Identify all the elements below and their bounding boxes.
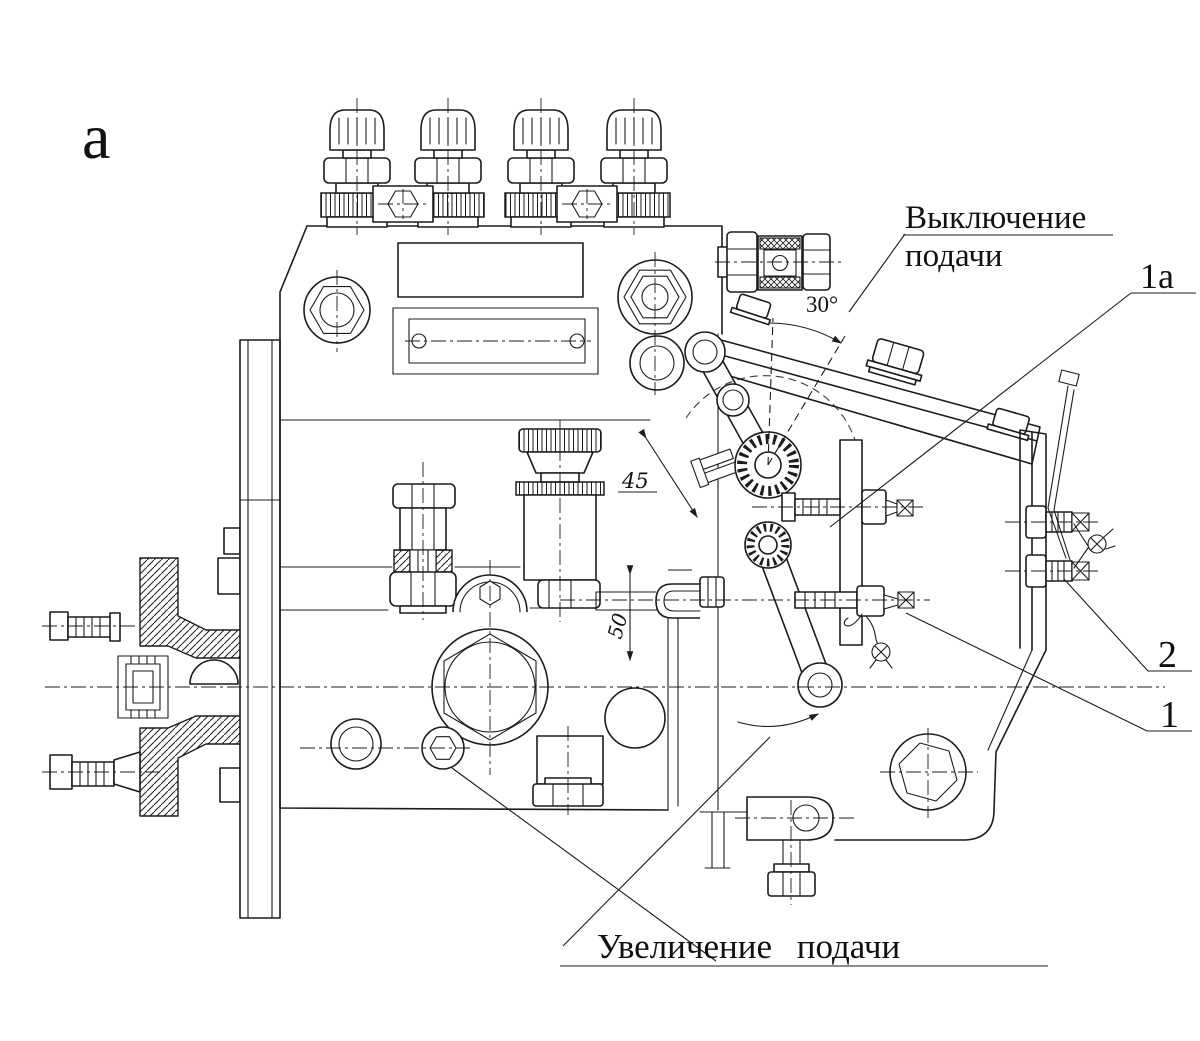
access-hole: [629, 335, 685, 391]
cover-bolt-1: [865, 338, 925, 386]
callout-1: 1: [1160, 694, 1179, 736]
callout-2: 2: [1158, 634, 1177, 676]
shutoff-label-line1: Выключение: [905, 200, 1086, 236]
dim-50-label: 50: [603, 610, 633, 641]
nameplate: [397, 242, 584, 298]
figure-label: а: [82, 101, 110, 172]
lower-left-boss: [330, 718, 465, 770]
callout-1a: 1а: [1140, 256, 1174, 296]
dim-45-label: 45: [621, 469, 649, 493]
junction-plate-1: [372, 185, 434, 223]
seal-wire: [1047, 369, 1116, 569]
increase-label: Увеличение подачи: [597, 927, 900, 966]
dimension-30deg: 30°: [769, 292, 842, 344]
dimension-45: 45: [618, 428, 698, 518]
angle-30-label: 30°: [806, 292, 838, 317]
bottom-bracket: [746, 796, 834, 897]
bleed-valve: [389, 483, 457, 614]
control-lever: [684, 331, 843, 708]
junction-plate-2: [556, 185, 618, 223]
centerlines: [42, 98, 1165, 905]
clamp-bolts: [690, 448, 739, 489]
rack-clevis: [595, 576, 725, 619]
stop-screw-lower: [794, 585, 915, 669]
lead-seal: [843, 613, 893, 669]
mounting-flange: [217, 339, 281, 919]
callouts: Выключение подачи 1а 2 1 Увеличение пода…: [451, 200, 1196, 967]
shutoff-label-line2: подачи: [905, 238, 1003, 274]
cover-bolt-2: [986, 407, 1031, 442]
upper-stud: [49, 611, 121, 642]
side-bore: [604, 687, 666, 749]
cover-bolt-small: [729, 293, 772, 326]
delivery-valves: [320, 109, 671, 228]
lever-travel: [685, 317, 856, 728]
